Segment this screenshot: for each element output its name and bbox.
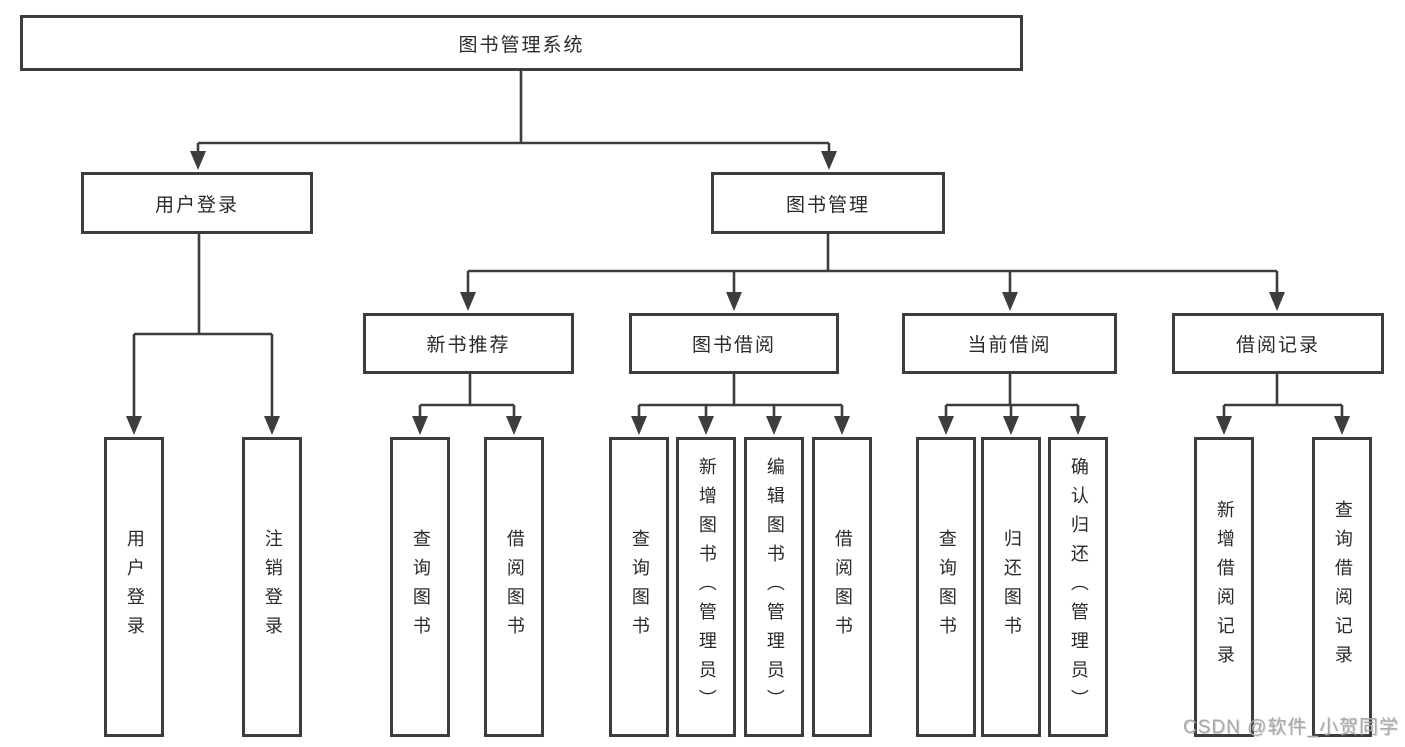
node-book-borrow-label: 图书借阅 [691, 335, 776, 356]
leaf-borrow-books-recommend: 借阅图书 [484, 437, 544, 737]
leaf-add-borrow-record-label: 新增借阅记录 [1214, 500, 1235, 674]
node-new-book-recommend-label: 新书推荐 [426, 335, 511, 356]
node-borrow-records-label: 借阅记录 [1235, 335, 1320, 356]
leaf-query-books-borrow: 查询图书 [609, 437, 669, 737]
leaf-add-borrow-record: 新增借阅记录 [1194, 437, 1254, 737]
leaf-confirm-return-admin: 确认归还（管理员） [1048, 437, 1108, 737]
node-book-borrow: 图书借阅 [629, 313, 839, 374]
leaf-return-books-label: 归还图书 [1001, 529, 1022, 645]
leaf-query-books-recommend: 查询图书 [390, 437, 450, 737]
node-borrow-records: 借阅记录 [1172, 313, 1384, 374]
leaf-logout-label: 注销登录 [262, 529, 283, 645]
leaf-query-borrow-record-label: 查询借阅记录 [1332, 500, 1353, 674]
leaf-user-login-label: 用户登录 [124, 529, 145, 645]
leaf-logout: 注销登录 [242, 437, 302, 737]
node-book-management: 图书管理 [711, 172, 945, 234]
leaf-query-borrow-record: 查询借阅记录 [1312, 437, 1372, 737]
node-current-borrow: 当前借阅 [902, 313, 1117, 374]
leaf-edit-book-admin: 编辑图书（管理员） [744, 437, 804, 737]
csdn-watermark: CSDN @软件_小贺同学 [1183, 717, 1399, 738]
leaf-user-login: 用户登录 [104, 437, 164, 737]
leaf-return-books: 归还图书 [981, 437, 1041, 737]
node-user-login-branch: 用户登录 [81, 172, 313, 234]
node-library-system: 图书管理系统 [20, 15, 1023, 71]
leaf-query-books-current: 查询图书 [916, 437, 976, 737]
leaf-query-books-borrow-label: 查询图书 [629, 529, 650, 645]
leaf-confirm-return-admin-label: 确认归还（管理员） [1068, 456, 1089, 718]
node-book-management-label: 图书管理 [785, 194, 870, 216]
node-user-login-branch-label: 用户登录 [154, 194, 239, 216]
leaf-add-book-admin: 新增图书（管理员） [676, 437, 736, 737]
leaf-borrow-books-recommend-label: 借阅图书 [504, 529, 525, 645]
leaf-query-books-current-label: 查询图书 [936, 529, 957, 645]
node-new-book-recommend: 新书推荐 [363, 313, 574, 374]
node-current-borrow-label: 当前借阅 [967, 335, 1052, 356]
leaf-borrow-books-borrow: 借阅图书 [812, 437, 872, 737]
arrowheads [126, 151, 1350, 435]
leaf-borrow-books-borrow-label: 借阅图书 [832, 529, 853, 645]
node-library-system-label: 图书管理系统 [458, 34, 585, 56]
leaf-edit-book-admin-label: 编辑图书（管理员） [764, 456, 785, 718]
leaf-add-book-admin-label: 新增图书（管理员） [696, 456, 717, 718]
leaf-query-books-recommend-label: 查询图书 [410, 529, 431, 645]
